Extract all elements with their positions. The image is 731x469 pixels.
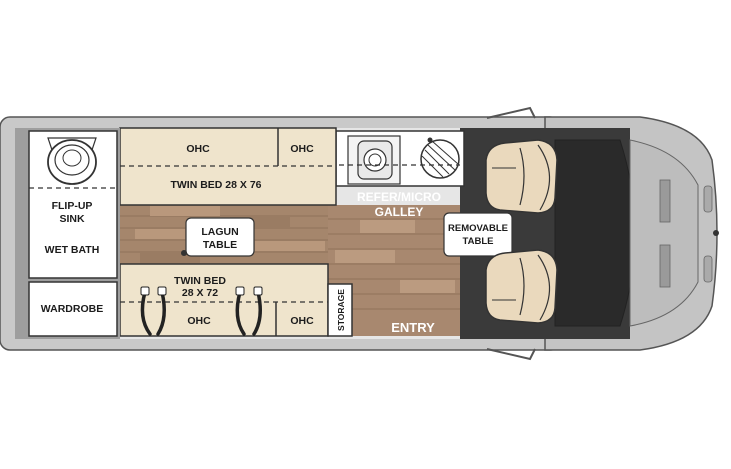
twin-bed-bottom-size: 28 X 72: [182, 287, 218, 299]
entry-label: ENTRY: [391, 320, 435, 335]
ohc-label-bottom-right: OHC: [290, 315, 314, 327]
twin-bed-top: [119, 127, 337, 206]
belt-buckle-icon: [235, 286, 245, 296]
ohc-label-top-right: OHC: [290, 143, 314, 155]
bath-block: [15, 128, 120, 339]
galley-label: GALLEY: [375, 205, 424, 219]
belt-buckle-icon: [157, 286, 167, 296]
passenger-seat-icon: [485, 249, 558, 324]
lagun-table-label: LAGUN: [201, 226, 238, 238]
storage-label: STORAGE: [336, 289, 346, 331]
wardrobe-label: WARDROBE: [41, 303, 103, 315]
wet-bath-label: WET BATH: [45, 244, 100, 256]
driver-seat-icon: [485, 139, 558, 214]
belt-buckle-icon: [253, 286, 263, 296]
lagun-table-label-2: TABLE: [203, 239, 237, 251]
removable-table-label-2: TABLE: [463, 236, 494, 247]
toilet-icon: [47, 137, 97, 185]
ohc-label-bottom-left: OHC: [187, 315, 211, 327]
sink-label: SINK: [59, 213, 85, 225]
removable-table-label: REMOVABLE: [448, 223, 508, 234]
removable-table: [443, 212, 513, 257]
refer-micro-label: REFER/MICRO: [357, 190, 441, 204]
twin-bed-bottom: [119, 263, 329, 337]
storage-cabinet: [327, 283, 353, 337]
mirror-bottom: [486, 348, 536, 361]
seat-belt-icon: [140, 290, 262, 336]
ohc-label-top-left: OHC: [186, 143, 210, 155]
twin-bed-top-label: TWIN BED 28 X 76: [170, 179, 261, 191]
twin-bed-bottom-label: TWIN BED: [174, 275, 226, 287]
galley-counter: [335, 130, 465, 187]
lagun-table: [181, 217, 255, 257]
belt-buckle-icon: [140, 286, 150, 296]
mirror-top: [486, 106, 536, 119]
flip-up-label: FLIP-UP: [52, 200, 93, 212]
